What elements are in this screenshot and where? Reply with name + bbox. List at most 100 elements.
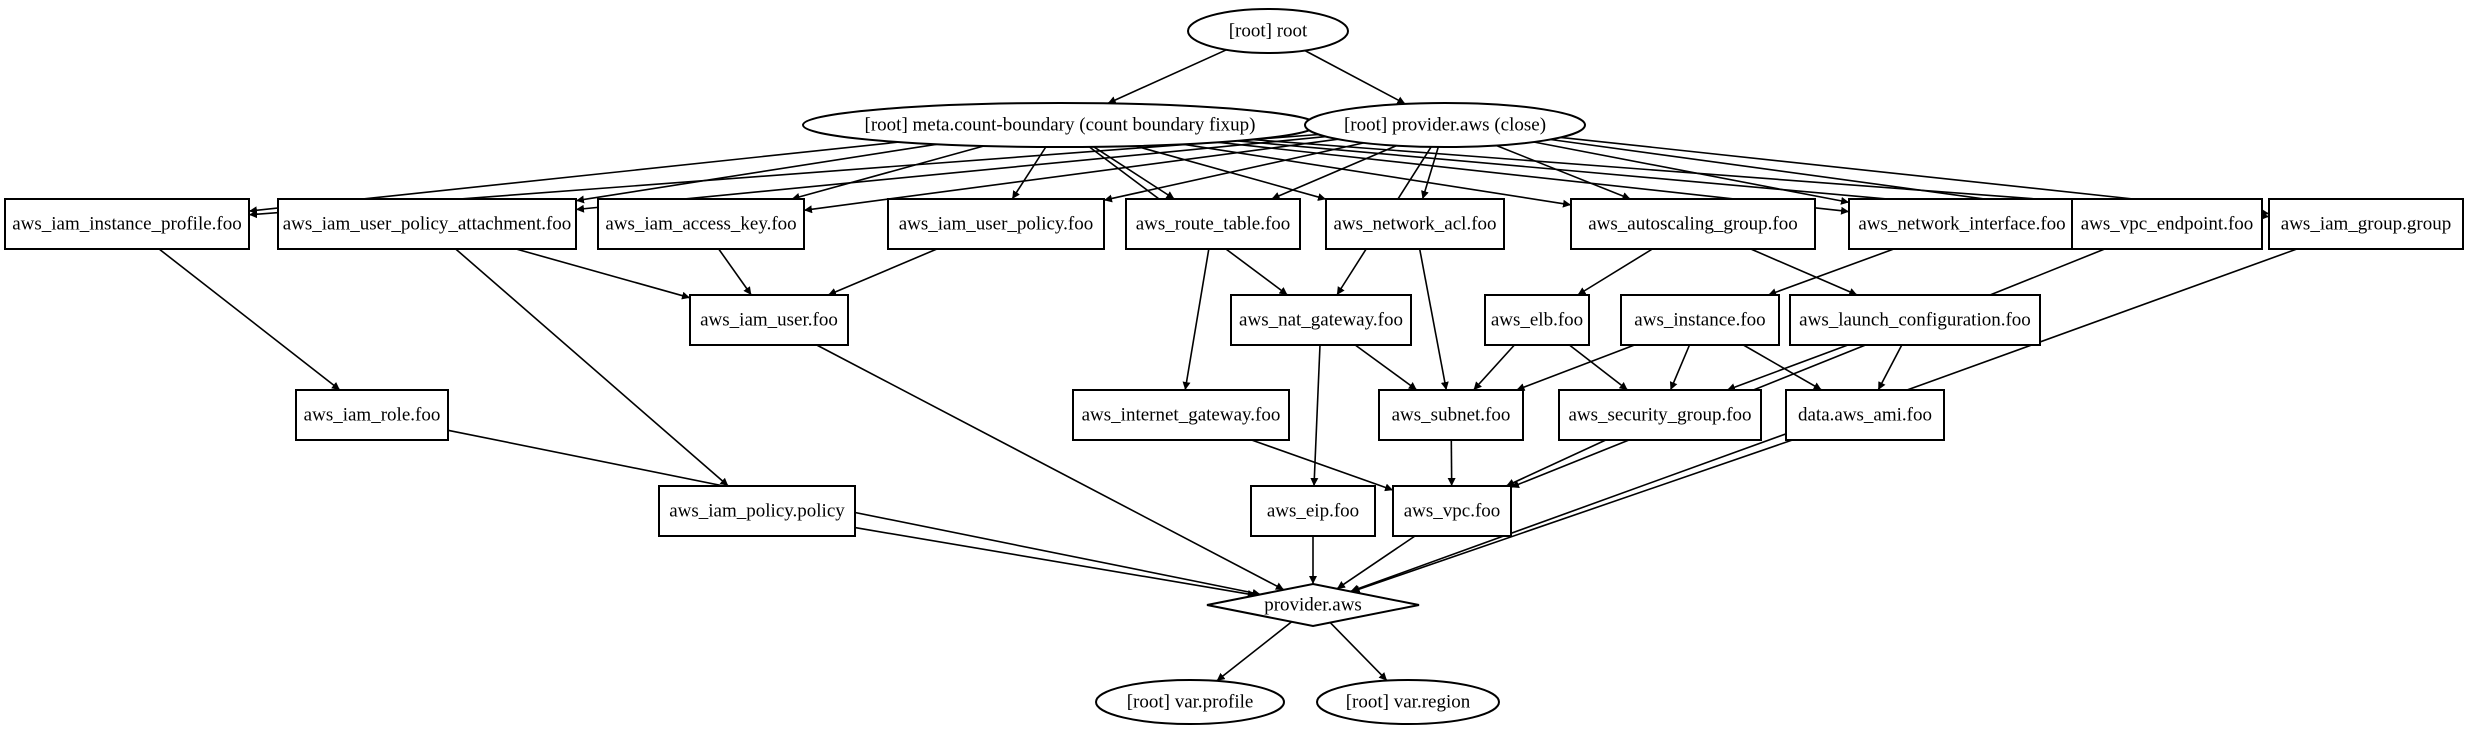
edge-provider-to-var_region <box>1329 622 1388 682</box>
node-label: aws_vpc_endpoint.foo <box>2081 214 2254 235</box>
node-label: [root] meta.count-boundary (count bounda… <box>865 115 1256 136</box>
node-shape <box>1072 389 1290 441</box>
node-shape <box>2071 198 2263 250</box>
node-shape <box>1095 679 1285 725</box>
edge-provider_close-to-user_policy_attachment <box>575 135 1327 213</box>
edge-user_policy-to-iam_user <box>827 248 938 296</box>
node-user-policy-attachment: aws_iam_user_policy_attachment.foo <box>277 198 577 250</box>
node-label: aws_route_table.foo <box>1136 214 1291 235</box>
node-elb: aws_elb.foo <box>1484 294 1590 346</box>
node-label: data.aws_ami.foo <box>1798 405 1932 426</box>
node-label: aws_eip.foo <box>1267 501 1359 522</box>
edge-ami-to-provider <box>1351 439 1793 593</box>
node-shape <box>1250 485 1376 537</box>
edge-user_policy_attachment-to-iam_policy <box>455 248 729 487</box>
node-route-table: aws_route_table.foo <box>1125 198 1301 250</box>
edge-instance-to-subnet <box>1516 344 1635 391</box>
node-shape <box>597 198 805 250</box>
edge-provider_close-to-network_acl <box>1421 146 1440 200</box>
node-label: aws_instance.foo <box>1634 310 1765 331</box>
edge-instance-to-ami <box>1743 344 1822 391</box>
edge-meta_count_boundary-to-autoscaling_group <box>1183 143 1572 208</box>
node-label: aws_launch_configuration.foo <box>1799 310 2031 331</box>
edge-provider_close-to-network_interface <box>1533 141 1850 205</box>
node-network-acl: aws_network_acl.foo <box>1325 198 1505 250</box>
node-shape <box>1206 582 1420 628</box>
node-instance: aws_instance.foo <box>1620 294 1780 346</box>
edge-launch_configuration-to-ami <box>1877 344 1903 391</box>
edge-access_key-to-iam_user <box>718 248 752 296</box>
node-vpc-endpoint: aws_vpc_endpoint.foo <box>2071 198 2263 250</box>
node-shape <box>2268 198 2464 250</box>
node-var-profile: [root] var.profile <box>1095 679 1285 725</box>
node-label: aws_network_interface.foo <box>1858 214 2065 235</box>
edge-iam_policy-to-provider <box>854 526 1256 598</box>
edge-user_policy_attachment-to-iam_user <box>515 248 691 300</box>
node-nat-gateway: aws_nat_gateway.foo <box>1230 294 1412 346</box>
edge-provider_close-to-autoscaling_group <box>1496 144 1631 200</box>
edge-network_interface-to-instance <box>1767 248 1895 297</box>
edge-autoscaling_group-to-launch_configuration <box>1750 248 1858 296</box>
node-label: aws_vpc.foo <box>1404 501 1501 522</box>
edge-autoscaling_group-to-elb <box>1577 248 1653 296</box>
edge-provider_close-to-user_policy <box>1103 142 1364 203</box>
node-shape <box>1785 389 1945 441</box>
edge-vpc_endpoint-to-vpc <box>1510 248 2105 489</box>
node-vpc: aws_vpc.foo <box>1392 485 1512 537</box>
node-shape <box>1187 8 1349 54</box>
node-label: aws_iam_group.group <box>2281 214 2451 235</box>
edge-nat_gateway-to-eip <box>1310 344 1321 487</box>
edge-meta_count_boundary-to-user_policy_attachment <box>575 143 937 204</box>
node-shape <box>887 198 1105 250</box>
node-label: aws_iam_role.foo <box>304 405 441 426</box>
node-label: aws_iam_access_key.foo <box>605 214 796 235</box>
edge-instance-to-security_group <box>1669 344 1691 391</box>
node-iam-group: aws_iam_group.group <box>2268 198 2464 250</box>
node-label: aws_iam_user.foo <box>700 310 838 331</box>
node-autoscaling-group: aws_autoscaling_group.foo <box>1570 198 1816 250</box>
node-iam-policy: aws_iam_policy.policy <box>658 485 856 537</box>
edge-meta_count_boundary-to-route_table <box>1093 146 1175 200</box>
node-label: [root] root <box>1229 21 1308 42</box>
edges <box>158 49 2298 682</box>
node-network-interface: aws_network_interface.foo <box>1848 198 2076 250</box>
edge-provider_close-to-route_table <box>1271 144 1397 200</box>
node-label: aws_iam_user_policy.foo <box>899 214 1094 235</box>
node-root: [root] root <box>1187 8 1349 54</box>
node-shape <box>1125 198 1301 250</box>
edge-elb-to-subnet <box>1473 344 1515 391</box>
node-label: [root] var.profile <box>1127 692 1254 713</box>
edge-vpc-to-provider <box>1336 535 1416 590</box>
node-internet-gateway: aws_internet_gateway.foo <box>1072 389 1290 441</box>
node-label: [root] var.region <box>1346 692 1471 713</box>
node-label: aws_autoscaling_group.foo <box>1588 214 1797 235</box>
node-label: provider.aws <box>1264 595 1362 616</box>
node-label: [root] provider.aws (close) <box>1344 115 1546 136</box>
node-shape <box>1325 198 1505 250</box>
node-instance-profile: aws_iam_instance_profile.foo <box>4 198 250 250</box>
node-shape <box>4 198 250 250</box>
node-ami: data.aws_ami.foo <box>1785 389 1945 441</box>
node-meta-count-boundary: [root] meta.count-boundary (count bounda… <box>802 102 1318 148</box>
node-subnet: aws_subnet.foo <box>1378 389 1524 441</box>
edge-network_acl-to-subnet <box>1418 248 1449 391</box>
node-label: aws_nat_gateway.foo <box>1239 310 1403 331</box>
node-shape <box>1316 679 1500 725</box>
node-var-region: [root] var.region <box>1316 679 1500 725</box>
node-access-key: aws_iam_access_key.foo <box>597 198 805 250</box>
node-label: aws_internet_gateway.foo <box>1082 405 1281 426</box>
node-label: aws_iam_policy.policy <box>669 501 845 522</box>
node-shape <box>1230 294 1412 346</box>
edge-root-to-provider_close <box>1304 49 1406 105</box>
node-shape <box>277 198 577 250</box>
node-shape <box>1789 294 2041 346</box>
node-iam-user: aws_iam_user.foo <box>689 294 849 346</box>
node-provider: provider.aws <box>1206 582 1420 628</box>
node-eip: aws_eip.foo <box>1250 485 1376 537</box>
edge-security_group-to-vpc <box>1505 439 1607 487</box>
node-shape <box>1620 294 1780 346</box>
node-shape <box>1570 198 1816 250</box>
node-shape <box>1378 389 1524 441</box>
node-shape <box>658 485 856 537</box>
